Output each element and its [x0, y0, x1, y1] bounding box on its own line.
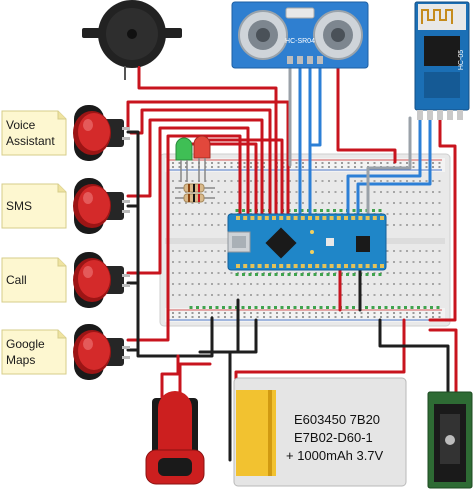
dc-barrel-jack[interactable] [427, 391, 473, 489]
wire-bt-rx [346, 116, 422, 216]
call-label-line: Call [6, 273, 27, 287]
google-maps-label-line: Google [6, 337, 45, 351]
led-green [175, 137, 193, 182]
wire-switch-2 [178, 362, 212, 402]
google-maps-label-line: Maps [6, 353, 35, 367]
sms-label-line: SMS [6, 199, 32, 213]
nano-header-pins [236, 216, 384, 268]
power-switch[interactable] [145, 391, 205, 485]
wire-jack-vcc [428, 328, 458, 394]
wire-voice-button [126, 100, 290, 216]
antenna-trace-icon [421, 9, 453, 24]
ultrasonic-sensor: HC-SR04 [231, 1, 369, 69]
battery-line-1: E603450 7B20 [294, 412, 380, 427]
voice-assistant-label-line: Assistant [6, 134, 55, 148]
lipo-battery: E603450 7B20 E7B02-D60-1 + 1000mAh 3.7V [233, 377, 407, 487]
wire-switch-1 [160, 354, 180, 402]
ultrasonic-label: HC-SR04 [285, 38, 315, 45]
wire-jack-gnd [378, 318, 450, 394]
wire-sms-button [126, 118, 264, 216]
call-button[interactable]: Call [1, 252, 130, 308]
wire-call-button [126, 126, 250, 275]
call-note: Call [1, 257, 67, 303]
sms-note: SMS [1, 183, 67, 229]
sms-button[interactable]: SMS [1, 178, 130, 234]
wire-maps-button [126, 134, 242, 342]
wire-bt-tx [356, 116, 432, 216]
wire-battery-neg [228, 318, 258, 462]
arduino-nano [227, 213, 387, 271]
wire-gnd-voice [126, 130, 214, 358]
wire-sensor-vcc [336, 60, 397, 164]
voice-assistant-button-cap[interactable] [78, 113, 110, 151]
voice-assistant-label-line: Voice [6, 118, 36, 132]
call-button-cap[interactable] [78, 260, 110, 298]
bluetooth-label: HC-05 [458, 50, 465, 70]
sms-button-cap[interactable] [78, 186, 110, 224]
nano-chip [265, 227, 297, 259]
battery-line-2: E7B02-D60-1 [294, 430, 373, 445]
bluetooth-module: HC-05 [414, 1, 470, 120]
battery-line-3: + 1000mAh 3.7V [286, 448, 384, 463]
wire-sensor-extra [310, 60, 322, 147]
wire-bt-gnd [366, 116, 412, 216]
resistors [175, 183, 215, 203]
led-red [193, 135, 211, 182]
wire-bt-vcc [428, 116, 457, 322]
buzzer [82, 0, 182, 80]
google-maps-button-cap[interactable] [78, 332, 110, 370]
